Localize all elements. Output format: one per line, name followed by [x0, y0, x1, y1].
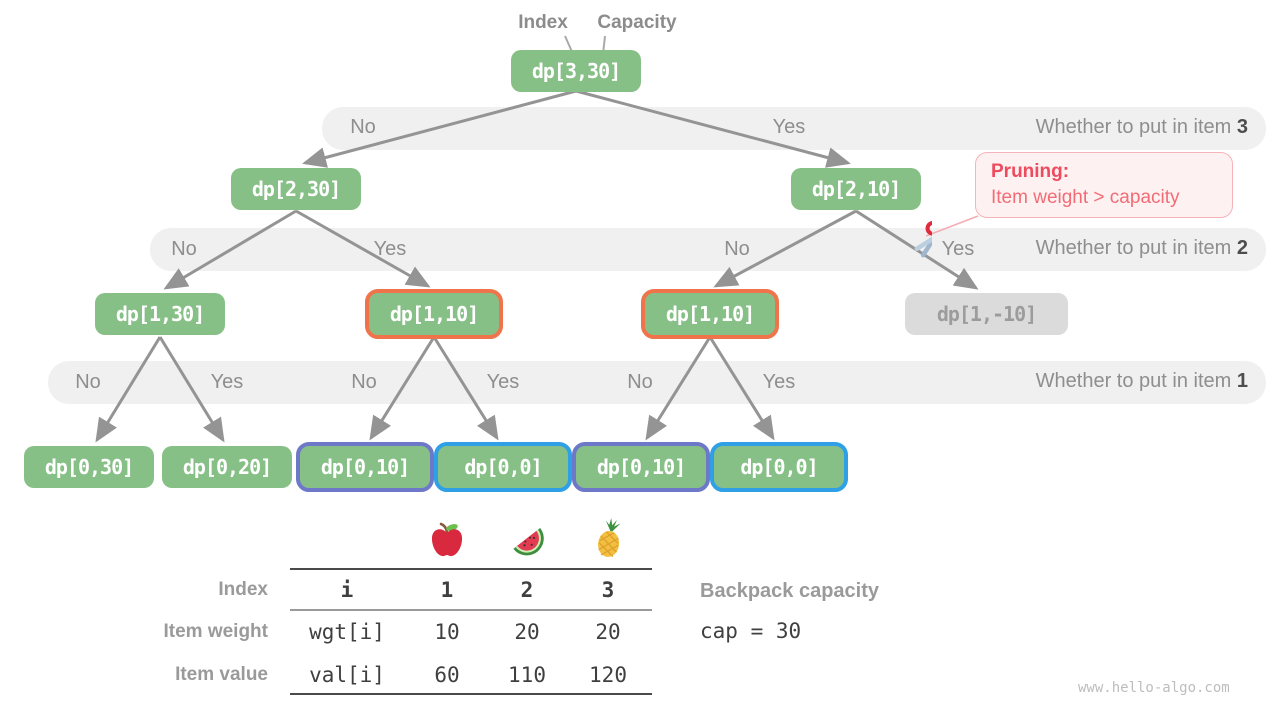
- node-dp-1-neg10: dp[1,-10]: [905, 293, 1068, 335]
- node-dp-0-0-right: dp[0,0]: [710, 442, 848, 492]
- pruning-title-text: Pruning: [991, 161, 1063, 182]
- pineapple-icon: [598, 518, 621, 558]
- table-header-rule: [290, 609, 652, 611]
- decision-label-no: No: [724, 238, 750, 260]
- pruning-title: Pruning:: [991, 161, 1232, 183]
- decision-label-no: No: [75, 371, 101, 393]
- node-dp-0-0-left: dp[0,0]: [434, 442, 572, 492]
- index-pointer-label: Index: [518, 12, 568, 33]
- node-dp-1-10-right: dp[1,10]: [641, 289, 779, 339]
- decision-label-yes: Yes: [941, 238, 975, 260]
- band-item-number: 3: [1236, 116, 1248, 138]
- decision-label-no: No: [171, 238, 197, 260]
- decision-label-no: No: [351, 371, 377, 393]
- node-dp-1-30: dp[1,30]: [95, 293, 225, 335]
- table-header-col-3: 3: [601, 578, 615, 602]
- table-top-rule: [290, 568, 652, 570]
- band-item-number: 2: [1236, 237, 1248, 259]
- band-question-item-3: Whether to put in item 3: [1036, 116, 1248, 139]
- table-header-col-2: 2: [520, 578, 534, 602]
- node-dp-2-10: dp[2,10]: [791, 168, 921, 210]
- table-weight-3: 20: [595, 620, 621, 644]
- band-item-1: Whether to put in item 1: [48, 361, 1266, 404]
- pruning-title-colon: :: [1062, 161, 1070, 182]
- backpack-capacity-label: Backpack capacity: [700, 580, 880, 602]
- node-dp-1-10-left: dp[1,10]: [365, 289, 503, 339]
- decision-label-yes: Yes: [373, 238, 407, 260]
- row-label-item-weight: Item weight: [163, 621, 268, 642]
- node-dp-0-20: dp[0,20]: [162, 446, 292, 488]
- node-dp-0-30: dp[0,30]: [24, 446, 154, 488]
- decision-label-yes: Yes: [772, 116, 806, 138]
- decision-label-yes: Yes: [762, 371, 796, 393]
- table-value-2: 110: [508, 663, 546, 687]
- scissors-icon: [914, 220, 932, 258]
- node-dp-0-10-right: dp[0,10]: [572, 442, 710, 492]
- decision-label-yes: Yes: [486, 371, 520, 393]
- table-value-3: 120: [589, 663, 627, 687]
- table-weight-2: 20: [514, 620, 540, 644]
- decision-label-no: No: [350, 116, 376, 138]
- band-question-item-1: Whether to put in item 1: [1036, 370, 1248, 393]
- table-header-col-1: 1: [440, 578, 454, 602]
- node-dp-2-30: dp[2,30]: [231, 168, 361, 210]
- table-value-1: 60: [434, 663, 460, 687]
- apple-icon: [431, 522, 463, 557]
- pruning-callout: Pruning: Item weight > capacity: [975, 152, 1233, 218]
- capacity-pointer-label: Capacity: [597, 12, 677, 33]
- table-value-var: val[i]: [309, 663, 385, 687]
- table-header-var: i: [340, 578, 354, 602]
- row-label-item-value: Item value: [175, 664, 268, 685]
- band-item-number: 1: [1236, 370, 1248, 392]
- row-label-index: Index: [218, 579, 268, 600]
- band-question-text: Whether to put in item: [1035, 370, 1232, 392]
- watermelon-icon: [513, 527, 544, 556]
- table-bottom-rule: [290, 693, 652, 695]
- node-dp-0-10-left: dp[0,10]: [296, 442, 434, 492]
- band-question-text: Whether to put in item: [1035, 237, 1232, 259]
- decision-label-no: No: [627, 371, 653, 393]
- band-question-text: Whether to put in item: [1035, 116, 1232, 138]
- watermark: www.hello-algo.com: [1078, 680, 1230, 696]
- band-question-item-2: Whether to put in item 2: [1036, 237, 1248, 260]
- node-dp-3-30: dp[3,30]: [511, 50, 641, 92]
- table-weight-1: 10: [434, 620, 460, 644]
- backpack-capacity-formula: cap = 30: [700, 619, 802, 643]
- table-weight-var: wgt[i]: [309, 620, 385, 644]
- pruning-body: Item weight > capacity: [991, 187, 1180, 208]
- decision-label-yes: Yes: [210, 371, 244, 393]
- band-item-3: Whether to put in item 3: [322, 107, 1266, 150]
